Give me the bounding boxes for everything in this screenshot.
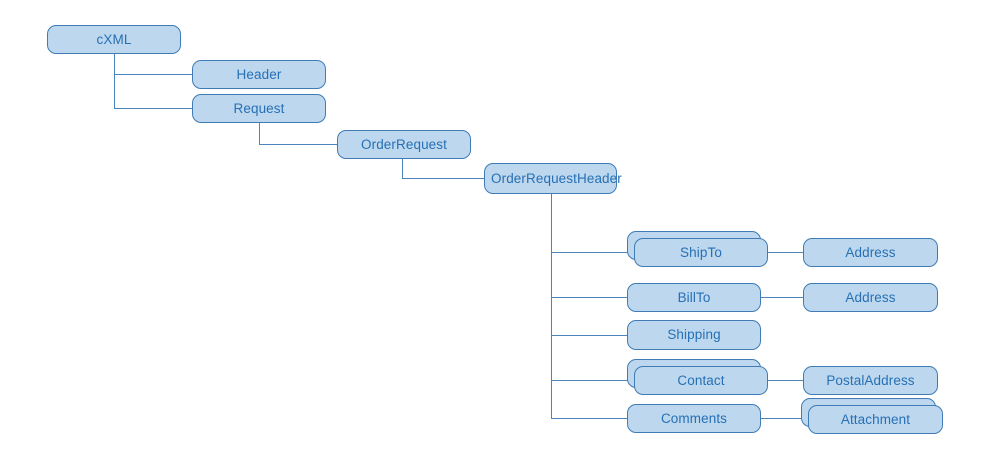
connector-header-to-comments <box>551 418 627 420</box>
connector-request-trunk <box>259 123 261 145</box>
node-orderrequest[interactable]: OrderRequest <box>337 130 471 159</box>
node-label-shipto: ShipTo <box>680 244 722 260</box>
node-shipping[interactable]: Shipping <box>627 320 761 350</box>
node-request[interactable]: Request <box>192 94 326 123</box>
node-header[interactable]: Header <box>192 60 326 89</box>
node-label-address-ship: Address <box>845 244 896 260</box>
connector-orderrequest-to-header <box>402 178 484 180</box>
node-label-orderrequest: OrderRequest <box>361 136 447 152</box>
node-label-orderrequestheader: OrderRequestHeader <box>491 170 622 186</box>
node-address-bill[interactable]: Address <box>803 283 938 312</box>
node-label-billto: BillTo <box>677 289 711 305</box>
connector-header-to-shipto <box>551 252 634 254</box>
connector-cxml-trunk <box>114 54 116 109</box>
node-billto[interactable]: BillTo <box>627 283 761 312</box>
node-comments[interactable]: Comments <box>627 404 761 433</box>
node-address-ship[interactable]: Address <box>803 238 938 267</box>
connector-comments-to-attachment <box>761 418 808 420</box>
node-postaladdress[interactable]: PostalAddress <box>803 366 938 395</box>
node-label-comments: Comments <box>660 410 728 426</box>
connector-header-to-shipping <box>551 335 627 337</box>
node-shipto[interactable]: ShipTo <box>634 238 768 267</box>
connector-header-to-contact <box>551 380 634 382</box>
connector-cxml-to-header <box>114 74 192 76</box>
connector-request-to-orderrequest <box>259 144 337 146</box>
node-label-shipping: Shipping <box>667 327 721 342</box>
node-label-postaladdress: PostalAddress <box>826 372 915 388</box>
connector-orderrequest-trunk <box>402 159 404 178</box>
node-label-contact: Contact <box>677 372 725 388</box>
connector-header-to-billto <box>551 297 627 299</box>
node-label-cxml: cXML <box>96 31 132 47</box>
node-attachment[interactable]: Attachment <box>808 405 943 434</box>
connector-header-trunk <box>551 194 553 419</box>
connector-cxml-to-request <box>114 108 192 110</box>
node-contact[interactable]: Contact <box>634 366 768 395</box>
node-label-header: Header <box>236 66 282 82</box>
node-label-address-bill: Address <box>845 289 896 305</box>
node-label-request: Request <box>233 100 285 116</box>
node-orderrequestheader[interactable]: OrderRequestHeader <box>484 163 622 194</box>
connector-billto-to-address <box>761 297 803 299</box>
node-label-attachment: Attachment <box>840 411 911 427</box>
connector-contact-to-postaladdress <box>768 380 803 382</box>
connector-shipto-to-address <box>768 252 803 254</box>
node-cxml[interactable]: cXML <box>47 25 181 54</box>
